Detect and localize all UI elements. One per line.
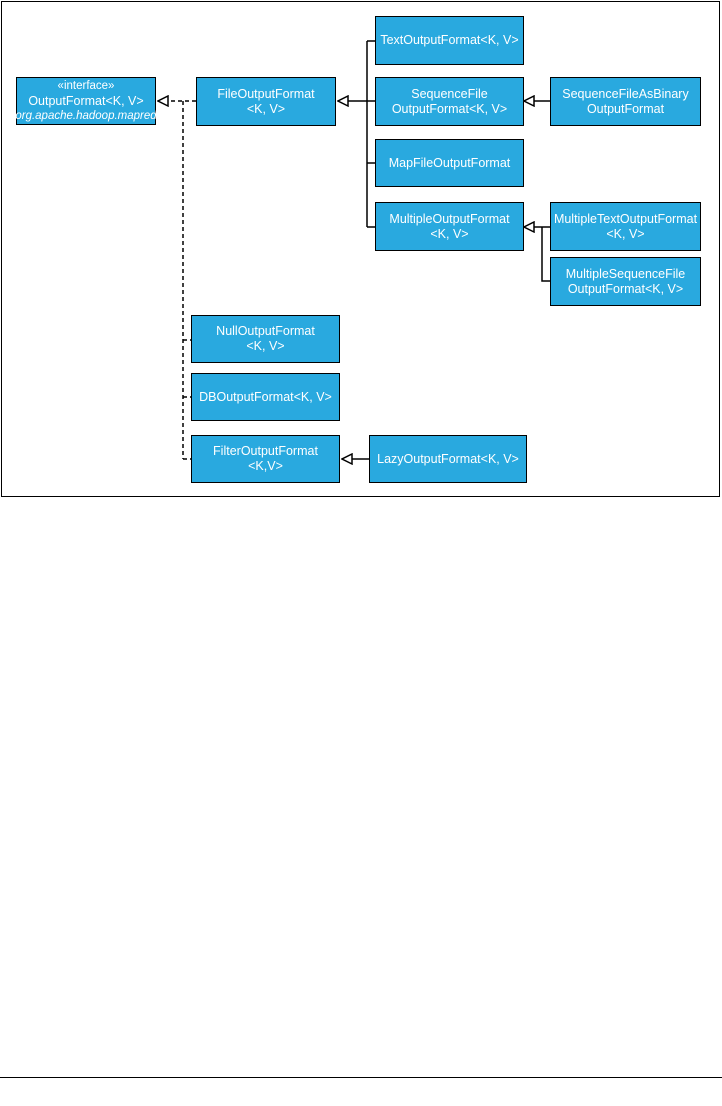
textoutputformat-box: TextOutputFormat<K, V> [375, 16, 524, 65]
multipleoutputformat-line1: MultipleOutputFormat [389, 211, 510, 226]
multipletextoutputformat-line2: <K, V> [606, 226, 645, 241]
sequencefileoutputformat-line2: OutputFormat<K, V> [391, 101, 508, 116]
multipleoutputformat-line2: <K, V> [430, 226, 469, 241]
sequencefileasbinary-line1: SequenceFileAsBinary [562, 86, 689, 101]
interface-stereotype: «interface» [57, 79, 115, 92]
filteroutputformat-box: FilterOutputFormat <K,V> [191, 435, 340, 483]
multipletextoutputformat-line1: MultipleTextOutputFormat [553, 211, 698, 226]
multipletextoutputformat-box: MultipleTextOutputFormat <K, V> [550, 202, 701, 251]
fileoutputformat-line1: FileOutputFormat [217, 86, 315, 101]
multiplesequencefile-line2: OutputFormat<K, V> [567, 281, 684, 296]
sequencefileoutputformat-box: SequenceFile OutputFormat<K, V> [375, 77, 524, 126]
lazyoutputformat-box: LazyOutputFormat<K, V> [369, 435, 527, 483]
nulloutputformat-line1: NullOutputFormat [216, 324, 315, 338]
filteroutputformat-line1: FilterOutputFormat [213, 444, 318, 458]
mapfileoutputformat-line1: MapFileOutputFormat [388, 155, 511, 170]
outputformat-package: org.apache.hadoop.mapred [15, 109, 157, 122]
fileoutputformat-box: FileOutputFormat <K, V> [196, 77, 336, 126]
filteroutputformat-line2: <K,V> [248, 459, 283, 473]
multipleoutputformat-box: MultipleOutputFormat <K, V> [375, 202, 524, 251]
fileoutputformat-line2: <K, V> [246, 101, 286, 116]
lazyoutputformat-line1: LazyOutputFormat<K, V> [377, 451, 519, 466]
multiplesequencefileoutputformat-box: MultipleSequenceFile OutputFormat<K, V> [550, 257, 701, 306]
textoutputformat-line1: TextOutputFormat<K, V> [380, 33, 519, 47]
dboutputformat-line1: DBOutputFormat<K, V> [199, 389, 332, 404]
implements-links [158, 101, 196, 460]
diagram-frame [1, 1, 720, 497]
sequencefileasbinary-line2: OutputFormat [586, 101, 665, 116]
mapfileoutputformat-box: MapFileOutputFormat [375, 139, 524, 187]
link-trunk-multiple-subclasses [541, 227, 550, 282]
nulloutputformat-box: NullOutputFormat <K, V> [191, 315, 340, 363]
multiplesequencefile-line1: MultipleSequenceFile [565, 266, 686, 281]
page-bottom-rule [0, 1077, 722, 1078]
outputformat-name: OutputFormat<K, V> [28, 93, 144, 108]
extends-links [338, 40, 550, 459]
sequencefileasbinaryoutputformat-box: SequenceFileAsBinary OutputFormat [550, 77, 701, 126]
dboutputformat-box: DBOutputFormat<K, V> [191, 373, 340, 421]
sequencefileoutputformat-line1: SequenceFile [411, 86, 488, 101]
outputformat-interface-box: «interface» OutputFormat<K, V> org.apach… [15, 77, 157, 125]
nulloutputformat-line2: <K, V> [246, 339, 285, 353]
